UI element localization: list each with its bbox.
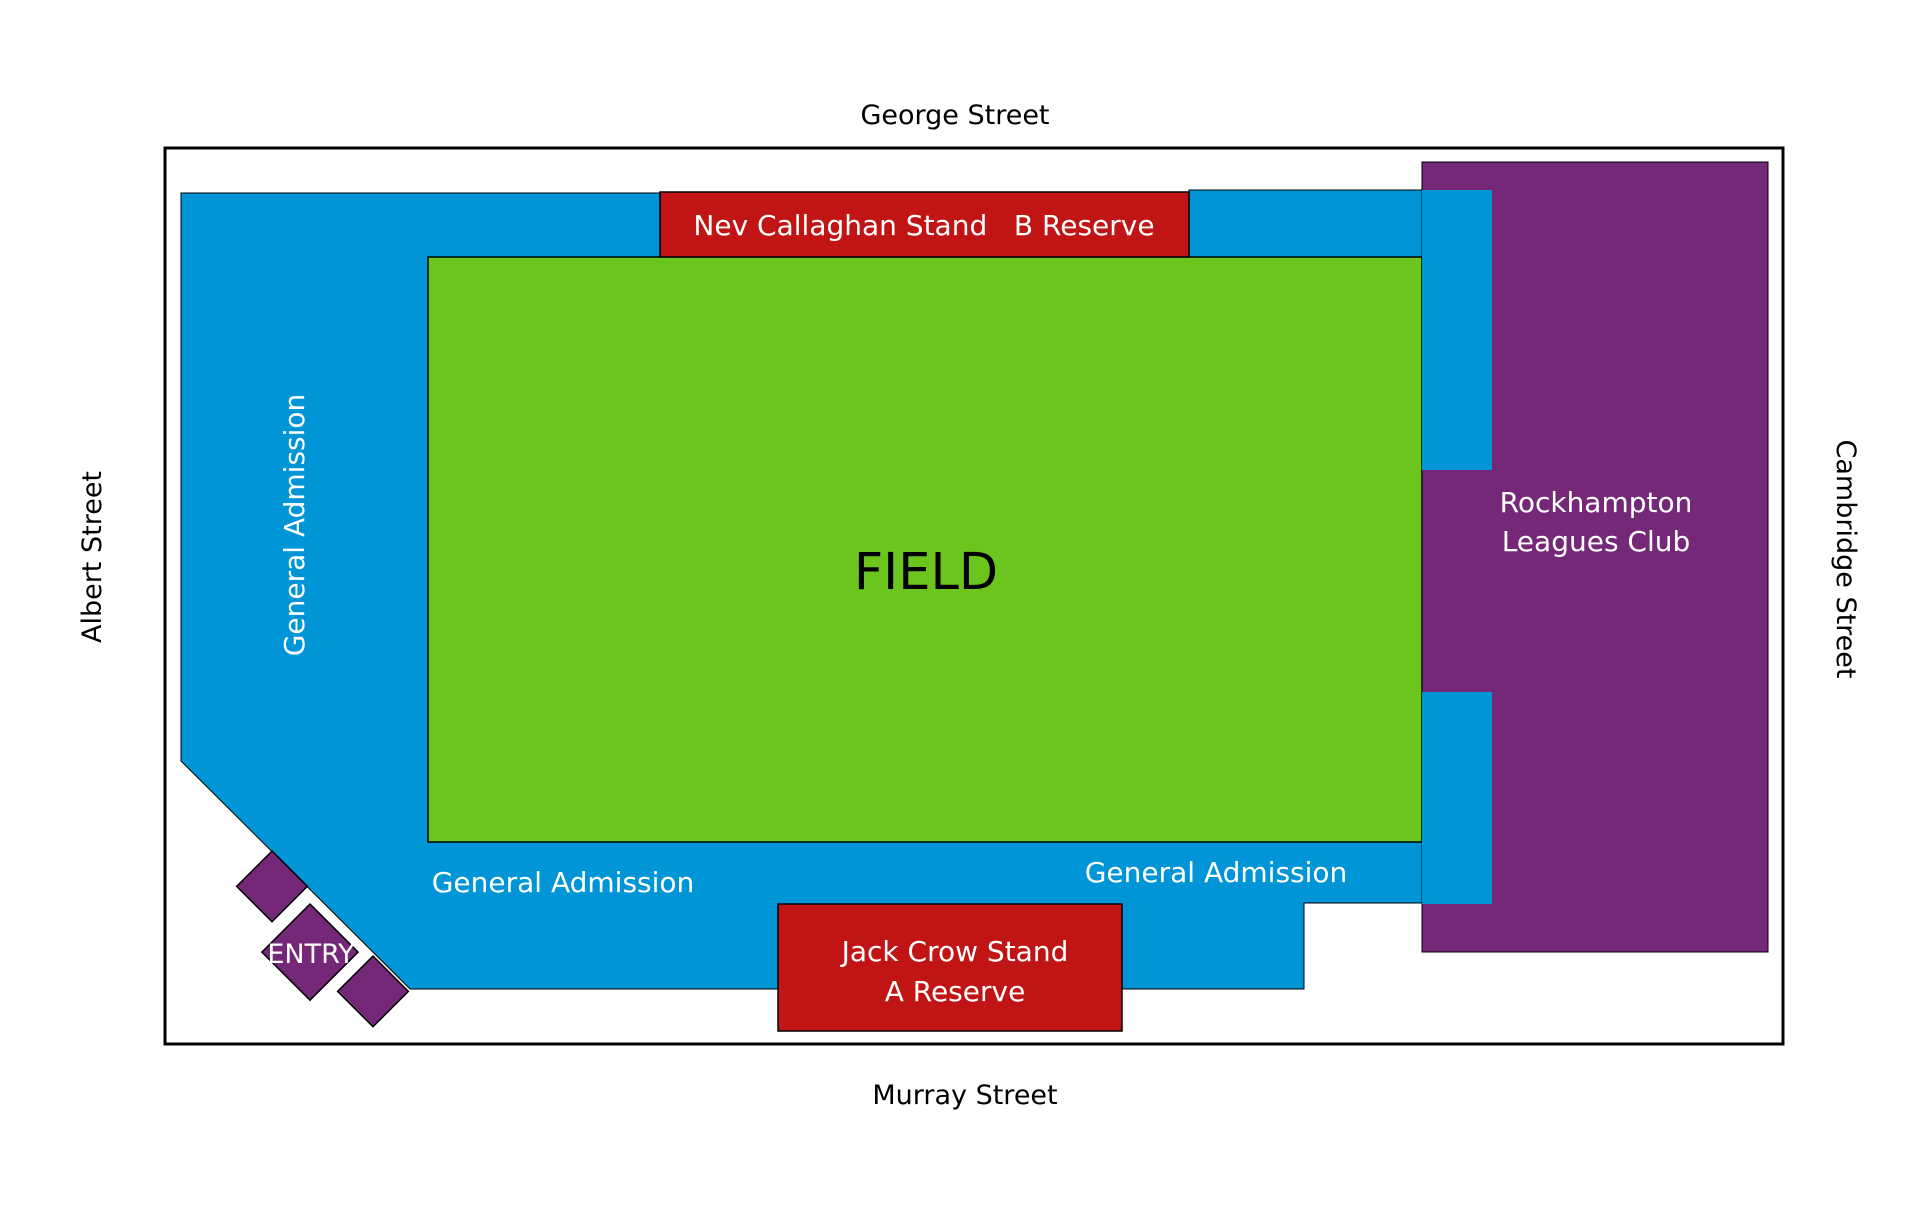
jack-crow-stand bbox=[777, 903, 1123, 1032]
street-label-south: Murray Street bbox=[872, 1080, 1057, 1111]
street-label-west: Albert Street bbox=[77, 471, 108, 643]
general-admission-label-west: General Admission bbox=[278, 394, 311, 657]
street-label-east: Cambridge Street bbox=[1830, 440, 1861, 679]
nev-callaghan-stand-label: Nev Callaghan Stand B Reserve bbox=[693, 209, 1154, 242]
entry-label: ENTRY bbox=[267, 939, 355, 970]
jack-crow-stand-label-line2: A Reserve bbox=[885, 975, 1026, 1008]
leagues-club-walkway-upper bbox=[1422, 190, 1492, 470]
general-admission-label-south: General Admission bbox=[432, 866, 695, 899]
entry-gate[interactable] bbox=[235, 849, 410, 1028]
field bbox=[427, 256, 1423, 843]
field-label: FIELD bbox=[854, 543, 998, 602]
entry-gate-tile-main bbox=[260, 902, 360, 1002]
jack-crow-stand-label-line1: Jack Crow Stand bbox=[840, 935, 1069, 968]
entry-gate-tile-lower bbox=[336, 954, 410, 1028]
entry-gate-tile-upper bbox=[235, 849, 309, 923]
street-label-north: George Street bbox=[860, 100, 1049, 131]
leagues-club-label-line1: Rockhampton bbox=[1500, 486, 1693, 519]
nev-callaghan-stand bbox=[659, 191, 1190, 258]
site-boundary bbox=[163, 146, 1785, 1046]
leagues-club-walkway-lower bbox=[1422, 692, 1492, 904]
general-admission-label-southeast: General Admission bbox=[1085, 856, 1348, 889]
leagues-club-label-line2: Leagues Club bbox=[1502, 525, 1691, 558]
